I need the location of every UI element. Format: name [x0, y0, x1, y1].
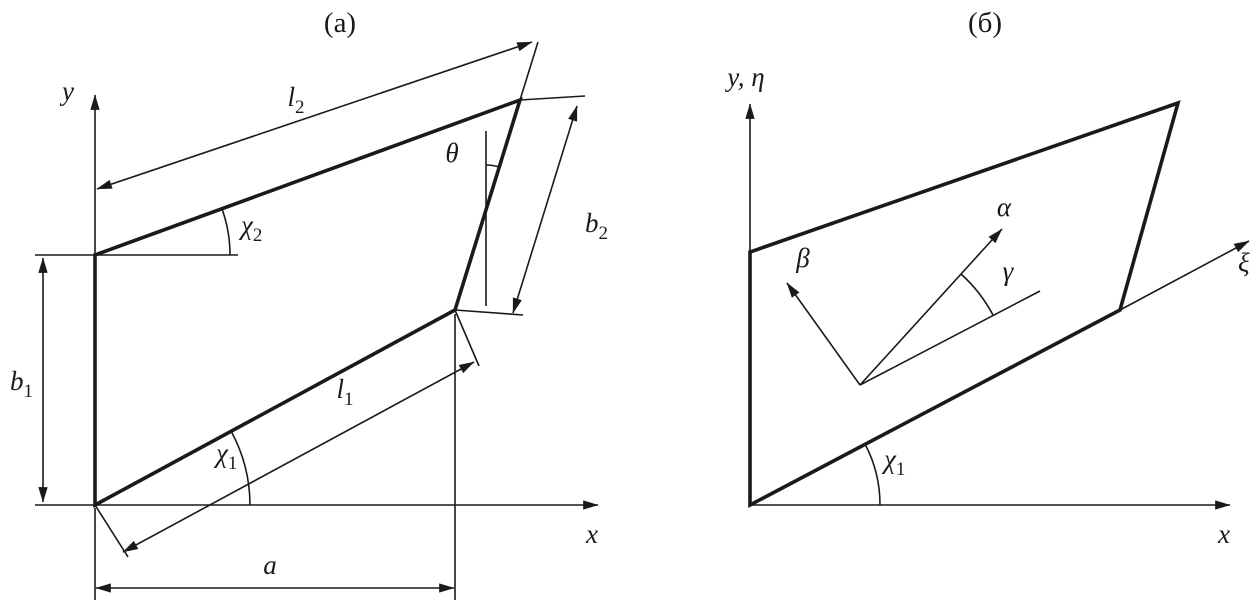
panel-a-caption: (а)	[324, 7, 356, 39]
angle-gamma-label: γ	[1003, 256, 1015, 286]
angle-chi1-label: χ1	[213, 438, 237, 474]
plate-outline	[748, 100, 1181, 508]
dim-ext-b2-top	[519, 95, 586, 101]
panel-b: (б) y, η x ξ α β γ χ1	[724, 7, 1250, 549]
dim-l1-label: l1	[336, 374, 353, 410]
x-axis-label: x	[1217, 519, 1230, 549]
angle-chi2-arc	[221, 208, 231, 256]
angle-chi1-arc	[864, 443, 881, 506]
dim-b2-label: b2	[585, 208, 608, 244]
xi-axis-label: ξ	[1238, 248, 1250, 278]
x-axis-label: x	[585, 519, 598, 549]
dim-b1-label: b1	[10, 366, 33, 402]
vector-beta	[786, 282, 861, 386]
y-eta-axis-label: y, η	[724, 62, 764, 92]
angle-theta-arc	[485, 164, 500, 168]
dim-line-l1	[122, 361, 475, 553]
dim-line-b2	[512, 105, 578, 314]
angle-gamma-arc	[960, 273, 994, 316]
y-axis-label: y	[59, 76, 74, 106]
dim-ext-l1-right	[454, 309, 480, 367]
dim-line-l2	[96, 41, 533, 190]
dim-l2-label: l2	[287, 82, 304, 118]
angle-theta-label: θ	[445, 138, 458, 168]
angle-chi2-label: χ2	[238, 210, 262, 246]
panel-b-caption: (б)	[968, 7, 1002, 39]
angle-chi1-arc	[230, 430, 251, 506]
dim-ext-l2	[519, 41, 539, 101]
vector-beta-label: β	[795, 243, 810, 273]
dim-a-label: a	[263, 550, 277, 580]
xi-axis	[1119, 240, 1250, 311]
dim-ext-l1-left	[94, 504, 129, 558]
angle-gamma-baseline	[859, 290, 1041, 386]
vector-alpha-label: α	[997, 192, 1012, 222]
panel-a: (а) y x l2 χ2 θ b2	[10, 7, 608, 600]
angle-chi1-label: χ1	[881, 444, 905, 480]
dim-ext-b2-bottom	[454, 309, 524, 316]
vector-alpha	[859, 228, 1003, 386]
